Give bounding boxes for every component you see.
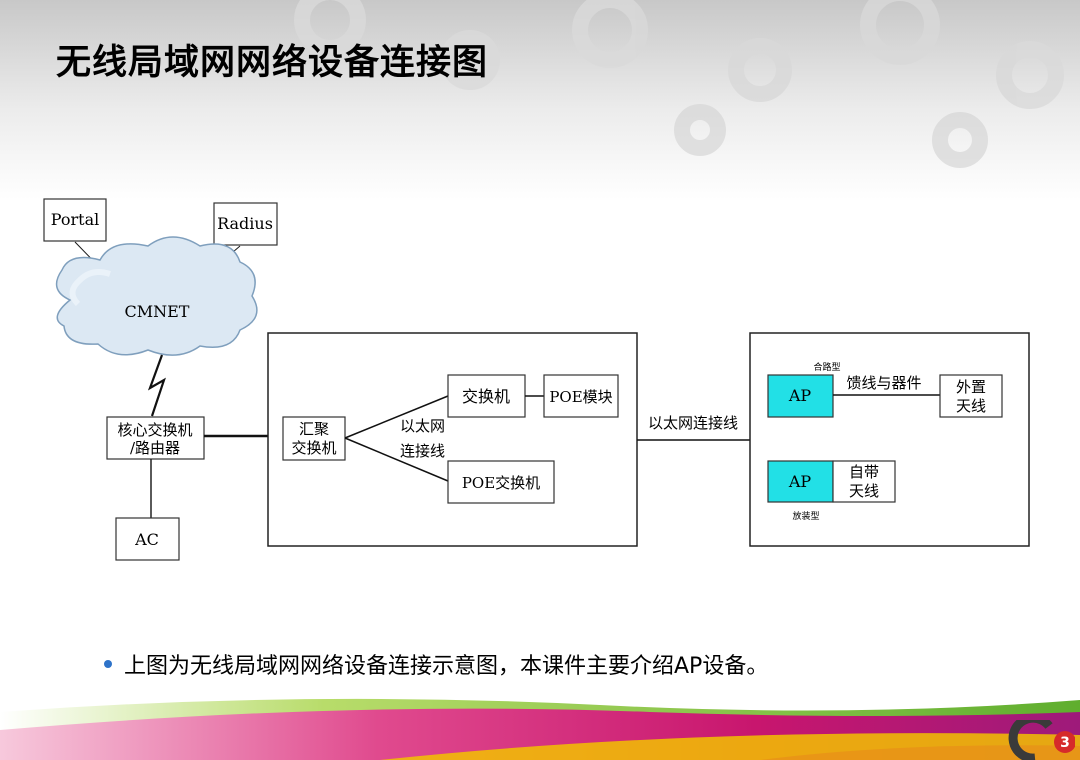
slide-title: 无线局域网网络设备连接图 bbox=[56, 43, 489, 83]
core-switch-label-1: 核心交换机 bbox=[117, 421, 192, 439]
cmnet-label: CMNET bbox=[125, 302, 190, 321]
bullet-item: 上图为无线局域网网络设备连接示意图，本课件主要介绍AP设备。 bbox=[104, 648, 768, 680]
poe-module-box bbox=[543, 374, 619, 418]
ethernet-label-2: 连接线 bbox=[400, 442, 445, 460]
ap-combined-type-label: 合路型 bbox=[813, 361, 840, 373]
ap-integrated-label: AP bbox=[788, 472, 812, 491]
core-switch-box bbox=[106, 416, 205, 460]
radius-label: Radius bbox=[217, 214, 273, 233]
radius-box bbox=[213, 202, 278, 246]
external-antenna-box bbox=[939, 374, 1003, 418]
ap-integrated-type-label: 放装型 bbox=[792, 510, 819, 522]
external-antenna-label-2: 天线 bbox=[956, 397, 986, 415]
wireless-link-icon bbox=[147, 354, 166, 417]
page-number-dot bbox=[1054, 731, 1075, 753]
external-antenna-label-1: 外置 bbox=[956, 378, 986, 396]
poe-switch-box bbox=[447, 460, 555, 504]
builtin-antenna-label-2: 天线 bbox=[849, 482, 879, 500]
swirl-pattern bbox=[294, 0, 1064, 168]
core-switch-label-2: /路由器 bbox=[130, 439, 180, 457]
feeder-label: 馈线与器件 bbox=[846, 374, 921, 392]
poe-module-label: POE模块 bbox=[549, 388, 612, 406]
logo-swirl-icon bbox=[1008, 720, 1053, 760]
page-number: 3 bbox=[1060, 735, 1070, 751]
agg-switch-label-2: 交换机 bbox=[291, 439, 336, 457]
ac-label: AC bbox=[134, 530, 159, 549]
switch-box bbox=[447, 374, 526, 418]
bullet-dot-icon bbox=[104, 660, 112, 668]
builtin-antenna-box bbox=[832, 460, 896, 503]
agg-to-switch-link bbox=[344, 395, 449, 439]
agg-switch-label-1: 汇聚 bbox=[299, 420, 329, 438]
agg-to-poe-switch-link bbox=[344, 437, 449, 482]
switch-label: 交换机 bbox=[462, 387, 510, 406]
bullet-text: 上图为无线局域网网络设备连接示意图，本课件主要介绍AP设备。 bbox=[124, 654, 769, 679]
ap-combined-label: AP bbox=[788, 386, 812, 405]
builtin-antenna-label-1: 自带 bbox=[849, 463, 879, 481]
page-number-badge: 3 bbox=[1008, 720, 1075, 760]
portal-label: Portal bbox=[51, 210, 99, 229]
portal-box bbox=[43, 198, 107, 242]
ap-combined-box bbox=[767, 374, 834, 418]
poe-switch-label: POE交换机 bbox=[462, 474, 540, 492]
agg-switch-box bbox=[282, 416, 346, 461]
ac-box bbox=[115, 517, 180, 561]
ethernet-cable-label: 以太网连接线 bbox=[648, 414, 738, 432]
cmnet-cloud bbox=[55, 236, 258, 356]
ethernet-label-1: 以太网 bbox=[400, 417, 445, 435]
ap-container bbox=[749, 332, 1030, 547]
